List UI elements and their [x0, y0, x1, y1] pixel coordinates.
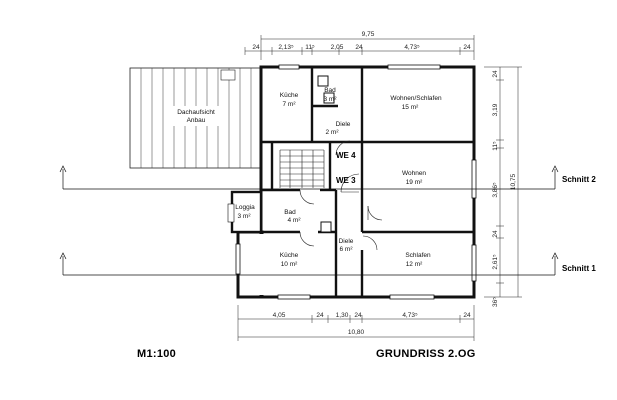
- dim-right-4: 3,86⁵: [492, 182, 499, 198]
- dim-bottom-4: 24: [354, 312, 362, 319]
- dim-top-2: 2,13⁵: [278, 44, 294, 51]
- dim-bottom-6: 24: [463, 312, 471, 319]
- dim-top: [244, 35, 475, 60]
- dim-right-1: 24: [492, 70, 499, 78]
- interior-walls: [261, 67, 474, 296]
- dim-bottom-1: 4,05: [273, 312, 286, 319]
- dim-top-6: 4,73⁵: [404, 44, 420, 51]
- room-kueche-bottom-name: Küche: [280, 252, 299, 259]
- dim-top-1: 24: [252, 44, 260, 51]
- room-wohnen-name: Wohnen: [402, 170, 426, 177]
- dim-right-total: 10,75: [510, 173, 517, 190]
- dim-bottom: [237, 305, 475, 341]
- dim-top-7: 24: [463, 44, 471, 51]
- room-loggia-name: Loggia: [235, 204, 255, 211]
- doors: [299, 140, 383, 251]
- dim-right: [484, 66, 522, 298]
- room-bad-top-area: 3 m²: [324, 96, 338, 103]
- room-labels: Küche 7 m² Bad 3 m² Wohnen/Schlafen 15 m…: [235, 87, 442, 268]
- dim-bottom-2: 24: [316, 312, 324, 319]
- roof-label-1: Dachaufsicht: [177, 109, 215, 116]
- plan-title: GRUNDRISS 2.OG: [376, 348, 476, 360]
- room-diele-top-area: 2 m²: [326, 129, 340, 136]
- dim-bottom-3: 1,30: [336, 312, 349, 319]
- dim-right-3: 11⁵: [492, 141, 499, 151]
- dim-right-6: 2,61⁵: [492, 254, 499, 270]
- dim-top-5: 24: [355, 44, 363, 51]
- room-wohnen-area: 19 m²: [406, 179, 423, 186]
- scale-label: M1:100: [137, 348, 176, 360]
- staircase: [279, 149, 325, 188]
- room-wohnen-schlafen-area: 15 m²: [402, 104, 419, 111]
- section-2-label: Schnitt 2: [562, 175, 596, 184]
- section-1-label: Schnitt 1: [562, 264, 596, 273]
- room-bad-bottom-area: 4 m²: [288, 217, 302, 224]
- room-kueche-top-name: Küche: [280, 92, 299, 99]
- loggia-outline: [230, 190, 263, 234]
- room-wohnen-schlafen-name: Wohnen/Schlafen: [390, 95, 442, 102]
- room-diele-bottom-name: Diele: [339, 238, 354, 245]
- room-bad-top-name: Bad: [324, 87, 336, 94]
- dim-top-total: 9,75: [362, 31, 375, 38]
- dim-top-4: 2,05: [331, 44, 344, 51]
- we-3-label: WE 3: [336, 176, 356, 185]
- room-bad-bottom-name: Bad: [284, 209, 296, 216]
- room-kueche-bottom-area: 10 m²: [281, 261, 298, 268]
- dim-bottom-total: 10,80: [348, 329, 365, 336]
- we-4-label: WE 4: [336, 151, 356, 160]
- room-kueche-top-area: 7 m²: [283, 101, 297, 108]
- room-schlafen-name: Schlafen: [405, 252, 431, 259]
- dim-right-5: 24: [492, 230, 499, 238]
- room-diele-top-name: Diele: [336, 121, 351, 128]
- windows: [235, 64, 477, 300]
- dim-right-7: 36⁵: [492, 297, 499, 307]
- roof-label-2: Anbau: [187, 117, 206, 124]
- room-loggia-area: 3 m²: [238, 213, 252, 220]
- shafts: [317, 75, 335, 233]
- room-schlafen-area: 12 m²: [406, 261, 423, 268]
- roof-annex: Dachaufsicht Anbau: [129, 67, 261, 169]
- dim-bottom-5: 4,73⁵: [402, 312, 418, 319]
- section-lines: [59, 165, 559, 276]
- dim-right-2: 3,19: [492, 103, 499, 116]
- room-diele-bottom-area: 6 m²: [340, 246, 354, 253]
- dim-top-3: 11⁵: [305, 44, 315, 51]
